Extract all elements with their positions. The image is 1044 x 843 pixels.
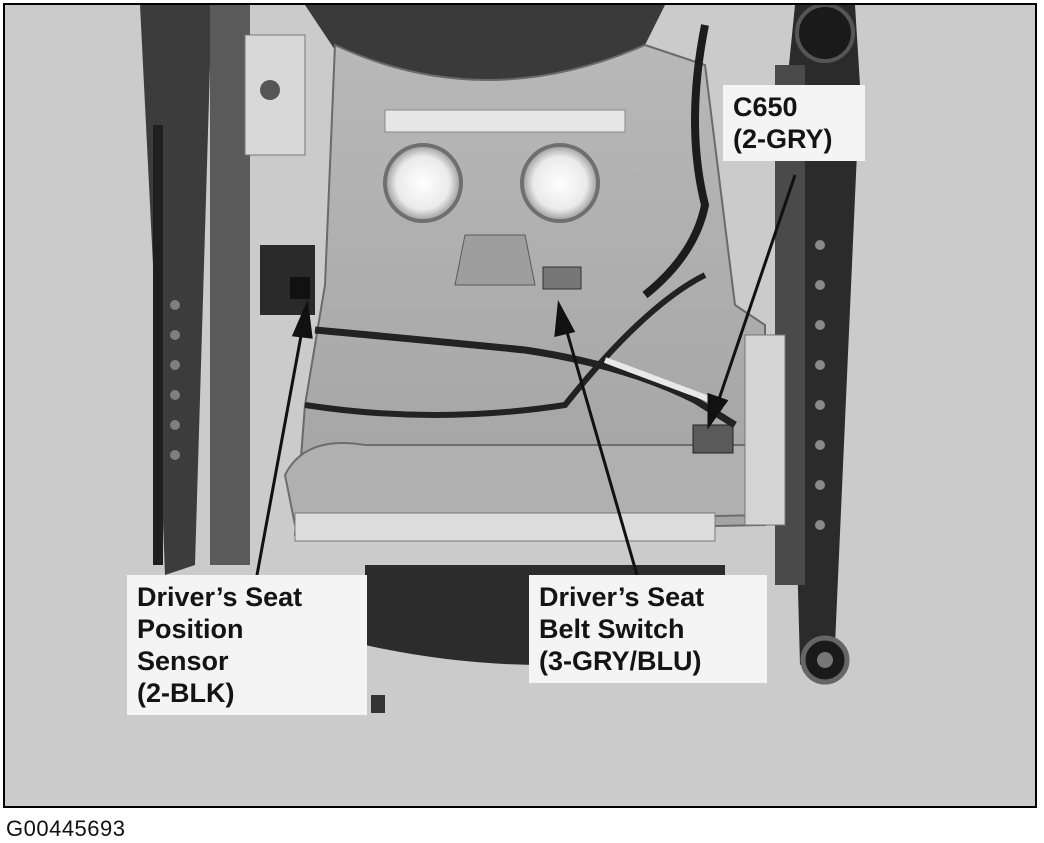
arrowhead-c650 xyxy=(707,392,729,430)
callout-belt-switch-line3: (3-GRY/BLU) xyxy=(539,646,702,676)
callout-position-sensor: Driver’s Seat Position Sensor (2-BLK) xyxy=(127,575,367,715)
pan-hole-left xyxy=(383,143,463,223)
pan-hole-right xyxy=(520,143,600,223)
seat-photo: C650 (2-GRY) Driver’s Seat Position Sens… xyxy=(3,3,1037,808)
left-rail-bolts xyxy=(170,300,180,460)
left-inner-rail xyxy=(210,5,250,565)
right-bracket xyxy=(744,334,786,526)
callout-c650-line1: C650 xyxy=(733,92,798,122)
callout-position-sensor-line4: (2-BLK) xyxy=(137,678,235,708)
center-bracket xyxy=(454,234,536,286)
wiring-harness-upper xyxy=(314,326,737,428)
figure-id: G00445693 xyxy=(6,816,126,841)
callout-c650: C650 (2-GRY) xyxy=(723,85,865,161)
position-sensor-connector xyxy=(290,277,310,299)
callout-c650-line2: (2-GRY) xyxy=(733,124,833,154)
front-lip xyxy=(294,512,716,542)
right-top-pivot xyxy=(795,5,855,63)
right-bottom-pivot-hub xyxy=(817,652,833,668)
callout-arrows xyxy=(255,174,797,576)
top-crossbar xyxy=(384,109,626,133)
belt-switch-connector xyxy=(542,266,582,290)
right-rail-holes xyxy=(815,240,825,530)
left-rail-teeth xyxy=(153,125,163,565)
arrow-belt-switch xyxy=(563,324,639,576)
arrow-position-sensor xyxy=(255,324,305,576)
wiring-harness-lower xyxy=(304,272,707,418)
left-bracket-bolt xyxy=(260,80,280,100)
arrowhead-belt-switch xyxy=(554,299,576,337)
c650-connector xyxy=(692,424,734,454)
callout-position-sensor-line2: Position xyxy=(137,614,244,644)
callout-position-sensor-line3: Sensor xyxy=(137,646,229,676)
stray-connector xyxy=(371,695,385,713)
callout-belt-switch: Driver’s Seat Belt Switch (3-GRY/BLU) xyxy=(529,575,767,683)
callout-belt-switch-line2: Belt Switch xyxy=(539,614,685,644)
callout-belt-switch-line1: Driver’s Seat xyxy=(539,582,705,612)
callout-position-sensor-line1: Driver’s Seat xyxy=(137,582,303,612)
arrowhead-position-sensor xyxy=(291,299,313,339)
arrow-c650 xyxy=(715,174,797,406)
harness-tape xyxy=(603,357,727,408)
wiring-harness-right xyxy=(642,24,710,299)
